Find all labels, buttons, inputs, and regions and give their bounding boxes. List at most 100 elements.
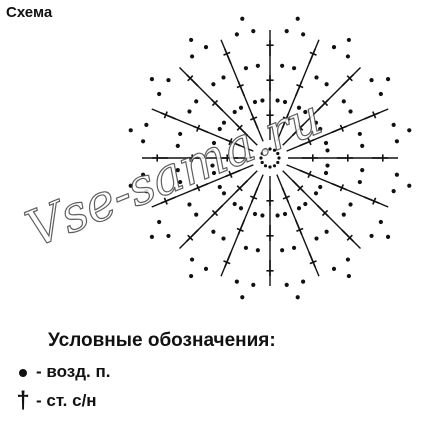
chain-dot [325,148,330,153]
chain-dot [211,140,217,146]
dc-stitch-mark [236,81,246,97]
chain-dot [314,236,319,241]
chain-dot [252,211,258,217]
dc-stitch-mark [308,48,317,65]
chain-dot [187,202,192,207]
chain-dot [194,212,199,217]
dc-stitch-mark [185,229,199,243]
legend-item-dc: † - ст. с/н [10,389,97,413]
chain-dot [341,99,346,104]
chain-dot [157,91,162,97]
center-ring-dot [276,160,280,165]
chain-dot [221,236,226,241]
chain-dot [385,234,391,239]
chain-dot [211,82,216,87]
chain-dot [323,140,329,146]
chain-dot [187,109,192,114]
dc-stitch-mark [235,180,248,193]
chain-dot [238,206,244,211]
dc-stitch-mark [160,111,177,120]
dc-stitch-mark [341,229,355,243]
chain-dot [255,63,260,68]
chain-dot [280,248,285,253]
dc-stitch-mark [185,73,199,87]
chain-dot [318,126,323,132]
chain-dot [345,54,351,59]
dc-stitch-mark [337,154,353,162]
legend-heading: Условные обозначения: [48,330,276,351]
chain-dot [296,105,302,110]
chain-dot [243,66,249,71]
dc-stitch-mark [266,260,274,276]
chain-dot [251,282,256,288]
chain-dot [221,120,227,125]
chain-dot [217,184,222,190]
legend-item-dc-label: - ст. с/н [36,391,97,410]
chain-dot [189,257,195,262]
dc-stitch-mark [316,98,330,112]
chain-dot [189,273,194,279]
chain-dot [314,75,319,80]
chain-dot [291,66,297,71]
chain-dot [210,163,215,168]
chain-dot [391,122,396,127]
chain-dot [296,206,302,211]
dc-stitch-mark [266,110,274,126]
dc-stitch-mark [281,113,291,129]
center-ring-dot [259,156,263,160]
chain-dot [166,77,171,83]
dc-stitch-mark [223,48,232,65]
chain-dot [313,120,319,125]
crochet-motif-diagram [128,16,412,300]
dc-stitch-mark [308,251,317,268]
chain-dot-icon [10,362,36,382]
chain-dot [407,183,412,188]
chain-dot [378,91,383,97]
chain-dot [369,77,374,83]
dc-stitch-mark [294,219,304,235]
dc-stitch-mark [249,113,259,129]
legend-item-chain: - возд. п. [10,362,110,382]
chain-dot [284,282,289,288]
chain-dot [234,32,239,37]
chain-dot [251,28,256,34]
dc-stitch-mark [266,75,274,91]
chain-dot [189,54,195,59]
diagram-title: Схема [6,4,53,21]
chain-dot [243,245,249,250]
chain-dot [301,32,306,37]
chain-dot [232,201,237,207]
chain-dot [324,229,329,234]
chain-dot [313,191,319,196]
dc-stitch-mark [363,196,380,205]
center-ring-dot [268,165,272,169]
chain-dot [194,99,199,104]
chain-dot [140,139,146,144]
chain-dot [303,201,308,207]
chain-dot [280,63,285,68]
chain-dot [189,37,194,43]
center-ring-dot [272,164,277,168]
chain-dot [331,266,337,271]
dc-stitch-mark [281,187,291,203]
chain-dot [144,122,149,127]
dc-stitch-mark [210,98,224,112]
chain-dot [252,99,258,105]
dc-stitch-mark [225,169,241,179]
chain-dot [295,16,300,21]
dc-stitch-mark [302,154,318,162]
chain-dot [178,179,183,185]
chain-dot [275,213,280,218]
chain-dot [369,233,374,239]
dc-stitch-mark [193,182,209,192]
chain-dot [394,139,400,144]
chain-dot [255,248,260,253]
chain-dot [407,128,412,133]
chain-dot [346,37,351,43]
chain-dot [203,45,209,50]
chain-dot [157,219,162,225]
chain-dot [178,131,183,137]
chain-dot [149,234,155,239]
dc-stitch-mark [210,204,224,218]
center-ring-dot [260,160,264,165]
